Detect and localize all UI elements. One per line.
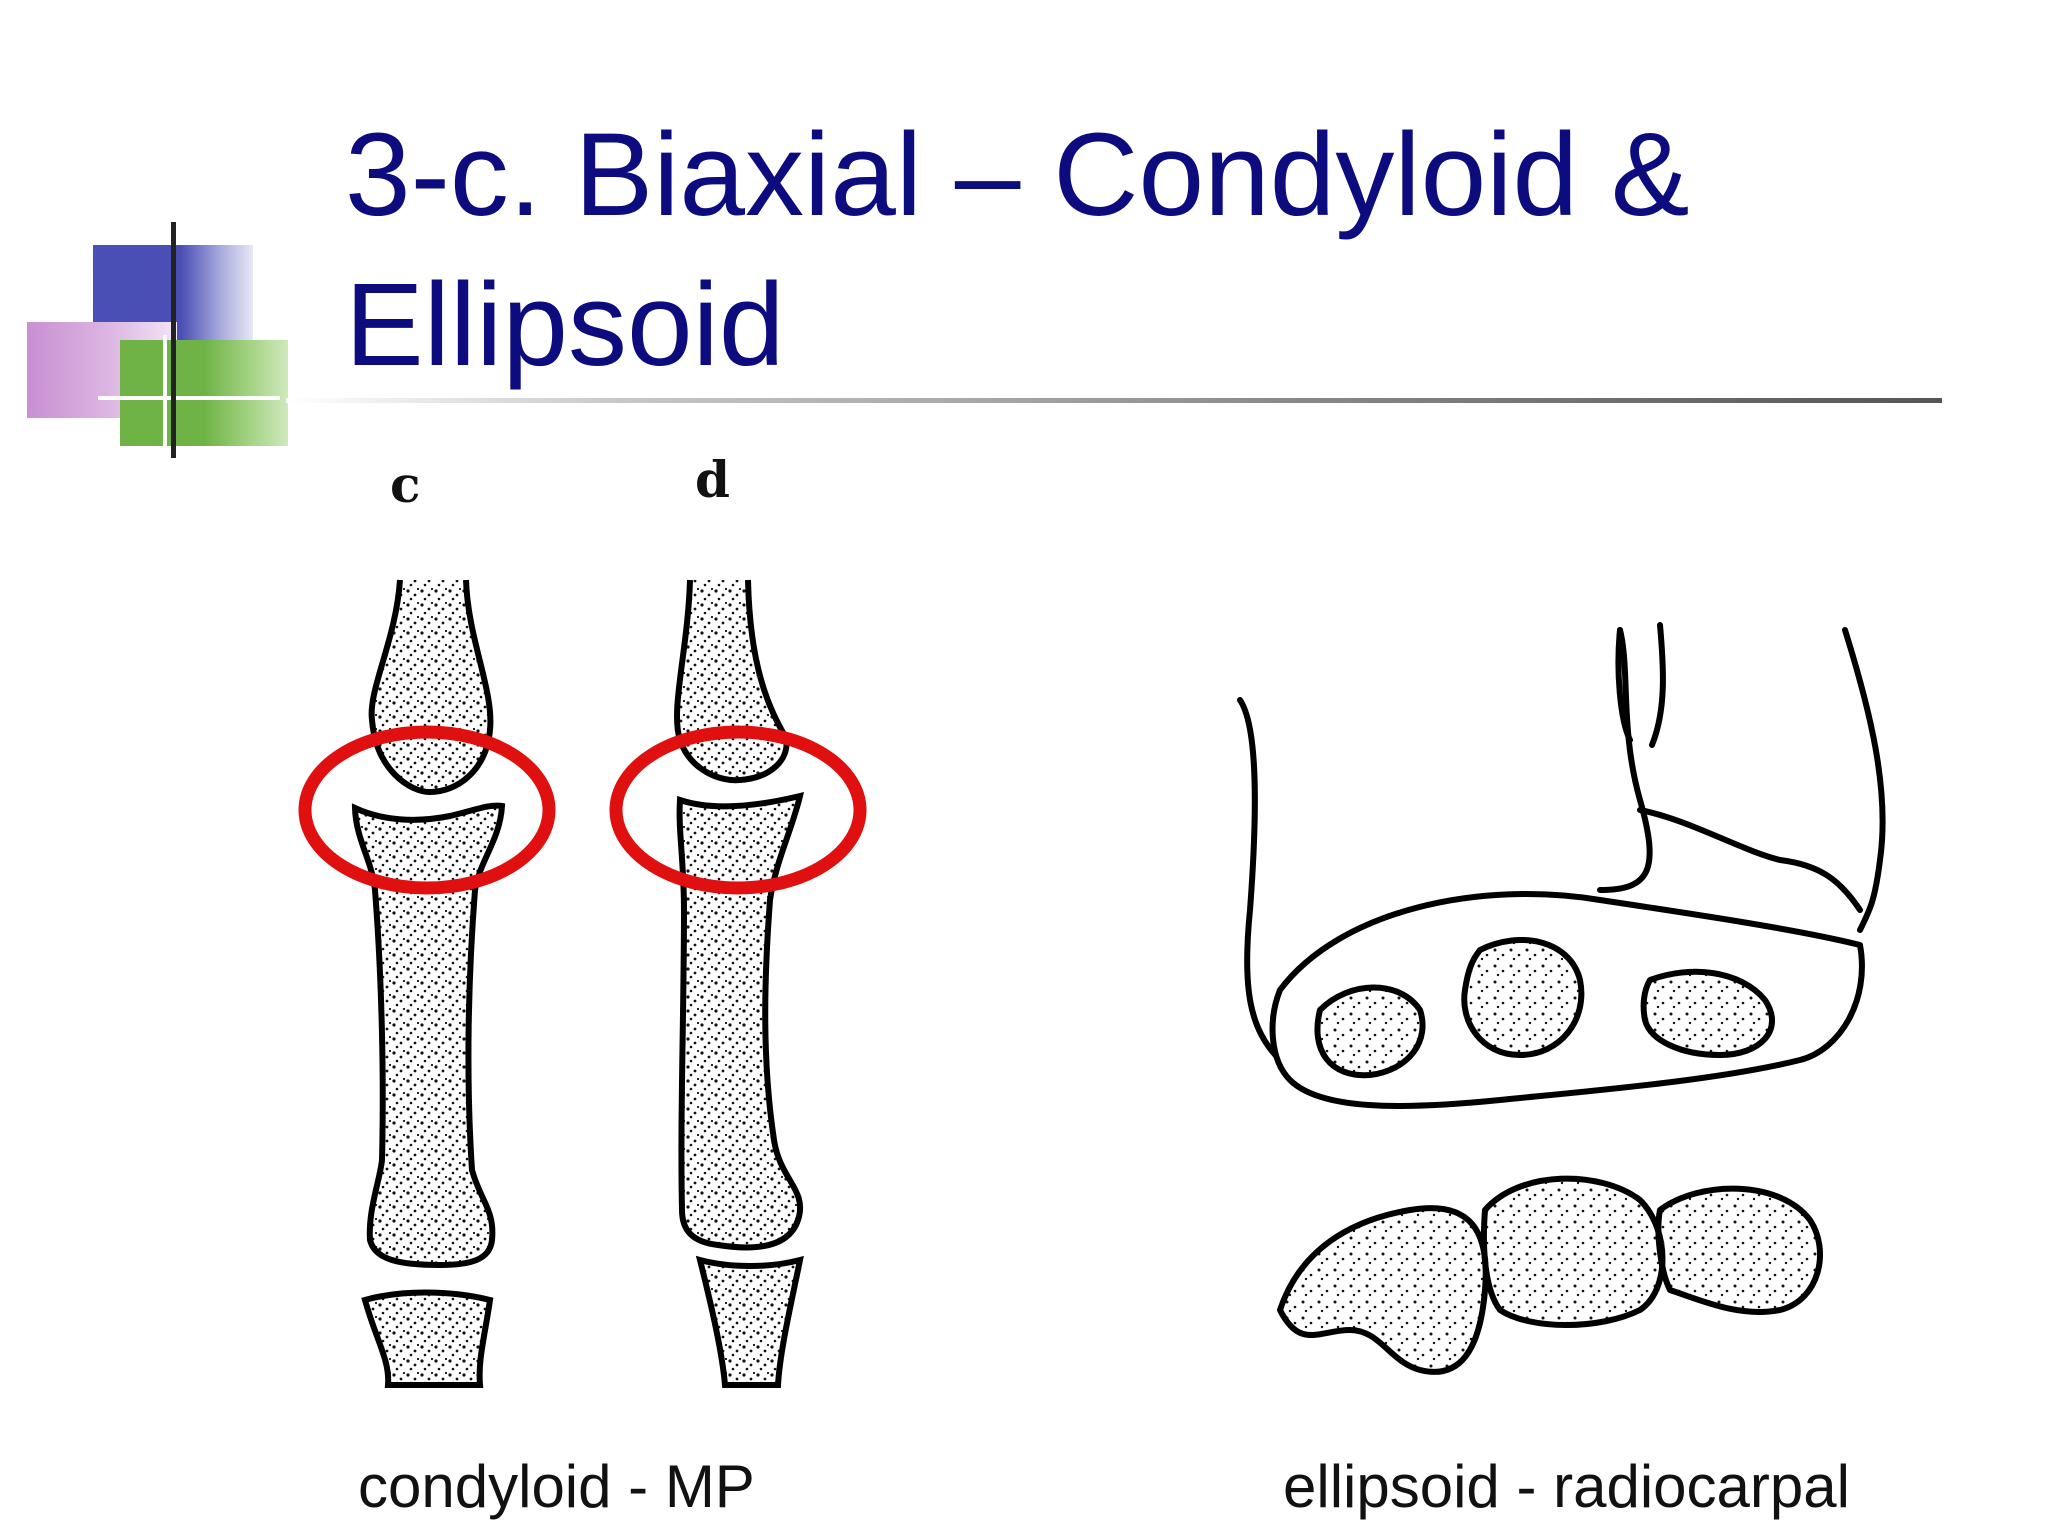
bone-c-phalanx — [351, 802, 506, 1269]
capitate — [1480, 1175, 1666, 1328]
hamate — [1655, 1185, 1823, 1315]
title-divider — [286, 398, 1942, 403]
wrist-joint-illustration — [1237, 622, 1886, 1375]
slide-title: 3-c. Biaxial – Condyloid & Ellipsoid — [345, 109, 1690, 391]
ulna-stalk-1 — [1615, 627, 1633, 743]
lunate — [1461, 937, 1585, 1058]
trapezium — [1277, 1205, 1489, 1375]
deco-vertical-line — [171, 222, 176, 458]
figure-label-d: d — [695, 450, 730, 509]
triquetrum — [1640, 968, 1775, 1058]
bone-d-phalanx — [676, 791, 805, 1251]
deco-green-square — [120, 340, 288, 446]
figure-label-c: c — [390, 455, 421, 514]
caption-ellipsoid: ellipsoid - radiocarpal — [1283, 1453, 1850, 1520]
highlight-ellipse-d — [609, 725, 867, 895]
ulna-notch — [1637, 807, 1863, 913]
bone-c-distal — [361, 1289, 494, 1388]
caption-condyloid: condyloid - MP — [358, 1453, 755, 1520]
ulna-outline — [1597, 627, 1653, 893]
bone-d-metacarpal — [674, 579, 790, 784]
deco-white-bar-vertical — [163, 335, 167, 447]
scaphoid — [1314, 984, 1426, 1079]
ulna-stalk-2 — [1649, 622, 1666, 748]
deco-white-bar-horizontal — [98, 396, 280, 400]
bone-d-distal — [695, 1255, 804, 1388]
ulna-right-edge — [1842, 627, 1886, 933]
bone-c-metacarpal — [368, 579, 494, 796]
finger-joint-illustration — [298, 579, 867, 1388]
radius-outline — [1237, 697, 1283, 1063]
highlight-ellipse-c — [298, 725, 556, 895]
